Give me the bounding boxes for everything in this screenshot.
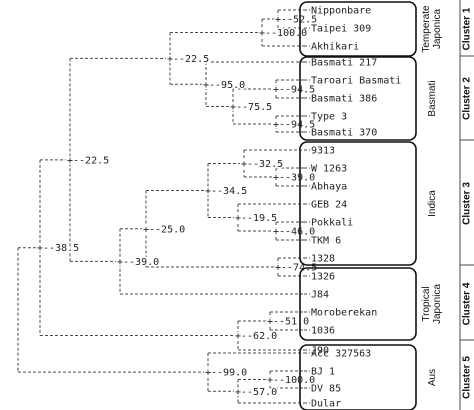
taxon-label: GEB 24 <box>311 200 347 211</box>
bootstrap-label: +--52.5 <box>275 15 317 26</box>
taxon-label: Akhikari <box>311 42 359 53</box>
taxon-label: 9313 <box>311 146 335 157</box>
bootstrap-label: +--32.5 <box>241 159 283 170</box>
taxon-label: J90 <box>311 346 329 357</box>
group-box <box>299 1 417 57</box>
bootstrap-label: +--34.5 <box>205 186 247 197</box>
group-label: TropicalJaponica <box>421 284 443 324</box>
taxon-label: Nipponbare <box>311 6 371 17</box>
taxon-label: Taroari Basmati <box>311 76 401 87</box>
bootstrap-label: +--94.5 <box>273 120 315 131</box>
cluster-label: Cluster 1 <box>462 7 473 50</box>
bootstrap-label: +--46.0 <box>273 227 315 238</box>
taxon-label: 1326 <box>311 272 335 283</box>
taxon-label: Dular <box>311 399 341 410</box>
bootstrap-label: +--100.0 <box>259 28 307 39</box>
taxon-label: Moroberekan <box>311 308 377 319</box>
bootstrap-label: +--39.0 <box>273 173 315 184</box>
taxon-label: Taipei 309 <box>311 24 371 35</box>
group-label: Basmati <box>427 80 438 116</box>
taxon-label: BJ 1 <box>311 367 335 378</box>
taxon-label: 1036 <box>311 326 335 337</box>
taxon-label: Basmati 386 <box>311 94 377 105</box>
cluster-label: Cluster 5 <box>462 356 473 399</box>
bootstrap-label: +--51.0 <box>267 317 309 328</box>
bootstrap-label: +--57.0 <box>235 387 277 398</box>
taxon-label: W 1263 <box>311 164 347 175</box>
cluster-label: Cluster 3 <box>462 182 473 225</box>
taxon-label: Acc 327563 <box>311 349 371 360</box>
cluster-label: Cluster 4 <box>462 282 473 325</box>
taxon-label: Type 3 <box>311 112 347 123</box>
group-label: Aus <box>427 369 438 386</box>
bootstrap-label: +--75.5 <box>230 102 272 113</box>
bootstrap-label: +--94.5 <box>273 85 315 96</box>
bootstrap-label: +--62.0 <box>235 331 277 342</box>
bootstrap-label: +--100.0 <box>267 375 315 386</box>
bootstrap-label: +--19.5 <box>235 213 277 224</box>
taxon-label: 1328 <box>311 254 335 265</box>
bootstrap-label: +--38.5 <box>37 243 79 254</box>
bootstrap-label: +--22.5 <box>167 54 209 65</box>
bootstrap-label: +--22.5 <box>67 155 109 166</box>
taxon-label: Basmati 217 <box>311 58 377 69</box>
group-box <box>299 56 417 141</box>
taxon-label: Basmati 370 <box>311 128 377 139</box>
taxon-label: TKM 6 <box>311 236 341 247</box>
bootstrap-label: +--25.0 <box>143 224 185 235</box>
taxon-label: Pokkali <box>311 218 353 229</box>
group-box <box>299 267 417 341</box>
bootstrap-label: +--99.0 <box>205 368 247 379</box>
group-label: Indica <box>427 190 438 217</box>
group-label: TemperateJaponica <box>421 5 443 53</box>
bootstrap-label: +--95.0 <box>203 80 245 91</box>
taxon-label: Abhaya <box>311 182 347 193</box>
bootstrap-label: +--39.0 <box>117 257 159 268</box>
cluster-label: Cluster 2 <box>462 77 473 120</box>
group-box <box>299 344 417 410</box>
taxon-label: DV 85 <box>311 384 341 395</box>
group-box <box>299 141 417 266</box>
taxon-label: J84 <box>311 290 329 301</box>
